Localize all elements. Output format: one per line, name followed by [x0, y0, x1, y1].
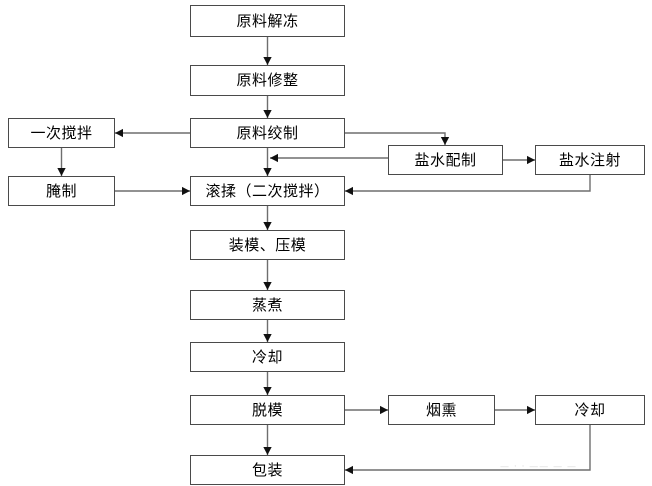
process-node-brine[interactable]: 盐水配制 [388, 145, 503, 175]
process-node-label: 盐水注射 [558, 150, 621, 169]
edge-cool1-demold [263, 372, 272, 395]
process-node-thaw[interactable]: 原料解冻 [190, 5, 345, 37]
process-node-trim[interactable]: 原料修整 [190, 65, 345, 96]
process-node-label: 冷却 [251, 347, 283, 366]
edge-demold-pack [263, 425, 272, 455]
process-node-smoke[interactable]: 烟熏 [388, 395, 495, 425]
edge-cool2-pack [345, 425, 591, 475]
edge-tumble-mold [263, 206, 272, 230]
edge-demold-smoke [345, 405, 388, 415]
edge-inject-tumble [345, 175, 591, 196]
process-node-label: 脱模 [251, 400, 283, 419]
process-node-label: 冷却 [574, 400, 606, 419]
process-node-label: 腌制 [45, 181, 77, 200]
process-node-cool1[interactable]: 冷却 [190, 342, 345, 372]
process-node-label: 滚揉（二次搅拌） [205, 181, 330, 200]
edge-thaw-trim [263, 37, 272, 65]
edge-mince-tumble [263, 148, 272, 176]
process-node-label: 一次搅拌 [30, 123, 93, 142]
edge-cure-tumble [115, 186, 190, 196]
process-node-mold[interactable]: 装模、压模 [190, 230, 345, 260]
process-node-inject[interactable]: 盐水注射 [535, 145, 645, 175]
process-node-label: 盐水配制 [414, 150, 477, 169]
edge-steam-cool1 [263, 320, 272, 342]
process-node-label: 原料解冻 [236, 11, 299, 30]
edge-smoke-cool2 [495, 405, 535, 415]
process-node-demold[interactable]: 脱模 [190, 395, 345, 425]
process-node-cure[interactable]: 腌制 [8, 176, 115, 206]
process-node-cool2[interactable]: 冷却 [535, 395, 645, 425]
process-node-tumble[interactable]: 滚揉（二次搅拌） [190, 176, 345, 206]
edge-mince-brine [345, 132, 450, 145]
edge-mince-mix1 [115, 128, 190, 138]
process-node-pack[interactable]: 包装 [190, 455, 345, 485]
edge-brine-inject [503, 155, 535, 165]
edge-brine-tumble [270, 153, 388, 163]
process-node-mince[interactable]: 原料绞制 [190, 118, 345, 148]
process-node-label: 包装 [251, 460, 283, 479]
process-node-label: 蒸煮 [251, 295, 283, 314]
process-node-steam[interactable]: 蒸煮 [190, 290, 345, 320]
watermark-text: — · · —— — — [500, 462, 578, 472]
edge-mold-steam [263, 260, 272, 290]
process-node-label: 烟熏 [425, 400, 457, 419]
process-node-label: 原料绞制 [236, 123, 299, 142]
edge-trim-mince [263, 96, 272, 118]
edge-mix1-cure [57, 148, 66, 176]
process-node-label: 装模、压模 [228, 235, 307, 254]
process-node-mix1[interactable]: 一次搅拌 [8, 118, 115, 148]
process-node-label: 原料修整 [236, 71, 299, 89]
